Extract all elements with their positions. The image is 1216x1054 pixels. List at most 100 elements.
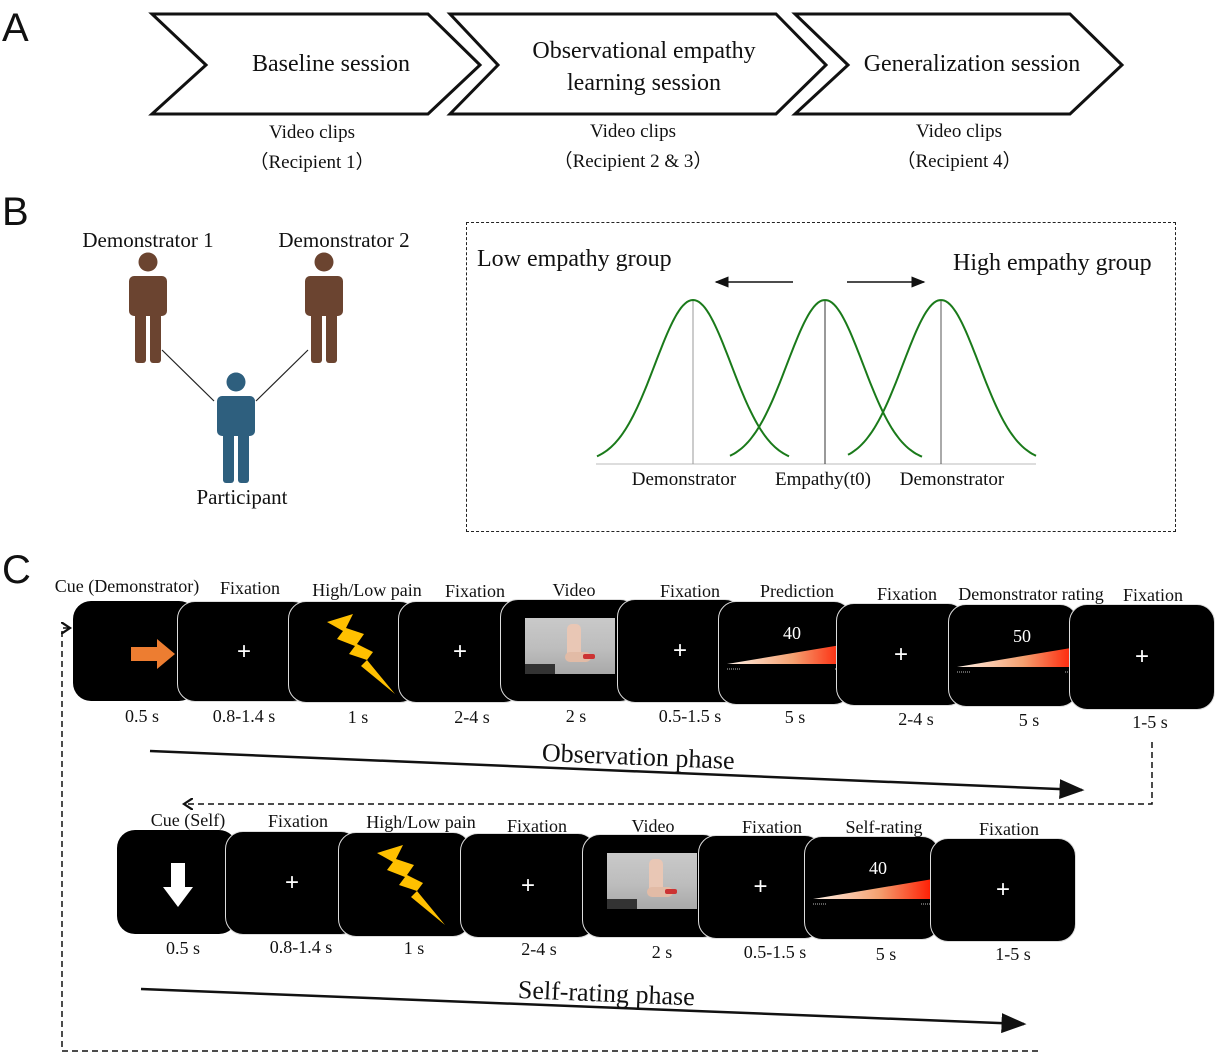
observation-timeline-arrow [149, 749, 1085, 800]
step-label: Fixation [659, 581, 721, 601]
self-rating-timeline-arrow [140, 987, 1027, 1034]
keyboard-shape [525, 664, 555, 674]
session-clips-learning: Video clips [590, 121, 676, 142]
step-duration: 0.5-1.5 s [743, 942, 807, 962]
trial-screen-orange-arrow [73, 601, 197, 701]
high-demonstrator-curve [847, 299, 1037, 457]
trial-screen-lightning [338, 832, 471, 937]
session-flow-chevrons [148, 12, 1125, 116]
rating-value: 40 [869, 858, 887, 878]
trial-screen-lightning [288, 601, 418, 703]
trial-screen-rating: 40 [718, 601, 852, 705]
step-duration: 1-5 s [1132, 712, 1168, 732]
session-recipient-baseline: （Recipient 1） [249, 152, 375, 173]
step-duration: 1 s [403, 938, 425, 958]
trial-screen-fixation: + [460, 833, 596, 938]
electrode-clip [583, 654, 595, 659]
down-arrow-cue-icon [163, 863, 193, 907]
step-duration: 1 s [347, 707, 369, 727]
trial-screen-rating: 40 [804, 836, 940, 940]
chevron-generalization-session [791, 12, 1125, 116]
video-clip-thumbnail [525, 618, 615, 674]
step-duration: 0.8-1.4 s [212, 706, 276, 726]
lightning-bolt-icon [377, 845, 445, 925]
step-duration: 0.5-1.5 s [658, 706, 722, 726]
hand-shape [647, 887, 673, 897]
rating-scale-wedge [727, 644, 849, 670]
step-duration: 5 s [875, 944, 897, 964]
link-demonstrator2-participant [255, 349, 309, 402]
keyboard-shape [607, 899, 637, 909]
step-duration: 2-4 s [521, 939, 557, 959]
step-duration: 0.5 s [165, 938, 201, 958]
arm-shape [567, 624, 581, 658]
step-label: High/Low pain [312, 580, 422, 600]
step-label: Video [552, 580, 596, 600]
fixation-cross-icon: + [893, 640, 909, 668]
link-demonstrator1-participant [161, 349, 215, 402]
loop-back-to-observation [62, 628, 1038, 1052]
step-duration: 1-5 s [995, 944, 1031, 964]
panel-b-label: B [2, 190, 29, 234]
step-duration: 0.5 s [124, 706, 160, 726]
session-title-learning-line2: learning session [567, 70, 721, 96]
step-label: Fixation [219, 578, 281, 598]
demonstrator-2-person-icon [305, 252, 343, 363]
step-label: Fixation [506, 816, 568, 836]
right-arrow-cue-icon [131, 639, 175, 669]
step-label: Self-rating [845, 817, 923, 837]
session-clips-baseline: Video clips [269, 122, 355, 143]
step-duration: 5 s [1018, 710, 1040, 730]
video-clip-thumbnail [607, 853, 697, 909]
hand-shape [565, 652, 591, 662]
session-recipient-generalization: （Recipient 4） [896, 151, 1022, 172]
step-label: High/Low pain [366, 812, 476, 832]
trial-screen-fixation: + [698, 835, 823, 939]
demonstrator-1-person-icon [129, 252, 167, 363]
axis-label-empathy-t0: Empathy(t0) [774, 469, 872, 490]
rating-scale-wedge [813, 879, 935, 905]
panel-c-label: C [2, 548, 31, 592]
transition-to-self-rating [184, 742, 1153, 804]
high-empathy-group-label: High empathy group [953, 250, 1152, 276]
lightning-bolt-icon [327, 614, 395, 694]
trial-screen-fixation: + [836, 603, 966, 706]
rating-value: 50 [1013, 626, 1031, 646]
step-duration: 0.8-1.4 s [269, 937, 333, 957]
trial-screen-fixation: + [930, 838, 1076, 942]
step-label: Fixation [978, 819, 1040, 839]
session-title-generalization: Generalization session [863, 51, 1081, 77]
step-label: Cue (Demonstrator) [54, 576, 200, 596]
arm-shape [649, 859, 663, 893]
session-title-learning-line1: Observational empathy [532, 38, 756, 64]
fixation-cross-icon: + [753, 873, 768, 900]
fixation-cross-icon: + [995, 876, 1011, 903]
step-duration: 2 s [651, 942, 673, 962]
fixation-cross-icon: + [284, 869, 300, 896]
trial-screen-video [582, 834, 721, 938]
step-label: Fixation [444, 581, 506, 601]
people-network [129, 252, 343, 483]
empathy-model-box [466, 222, 1176, 532]
step-duration: 2-4 s [898, 709, 934, 729]
low-empathy-group-label: Low empathy group [477, 246, 672, 272]
trial-screen-rating: 50 [948, 604, 1078, 707]
step-duration: 2-4 s [454, 707, 490, 727]
rating-value: 40 [783, 623, 801, 643]
panel-a-label: A [2, 6, 29, 50]
chevron-learning-session [446, 12, 829, 116]
low-demonstrator-curve [596, 298, 790, 458]
axis-label-low-demonstrator: Demonstrator [631, 469, 737, 490]
chevron-baseline-session [148, 12, 483, 116]
trial-screen-fixation: + [1069, 604, 1215, 710]
axis-label-high-demonstrator: Demonstrator [899, 469, 1005, 490]
trial-screen-white-arrow [117, 830, 237, 934]
step-label: Fixation [1122, 585, 1184, 605]
step-label: Prediction [760, 581, 834, 601]
session-recipient-learning: （Recipient 2 & 3） [553, 151, 713, 172]
electrode-clip [665, 889, 677, 894]
empathy-t0-curve [729, 299, 923, 458]
demonstrator-1-label: Demonstrator 1 [82, 228, 214, 252]
step-duration: 5 s [784, 707, 806, 727]
